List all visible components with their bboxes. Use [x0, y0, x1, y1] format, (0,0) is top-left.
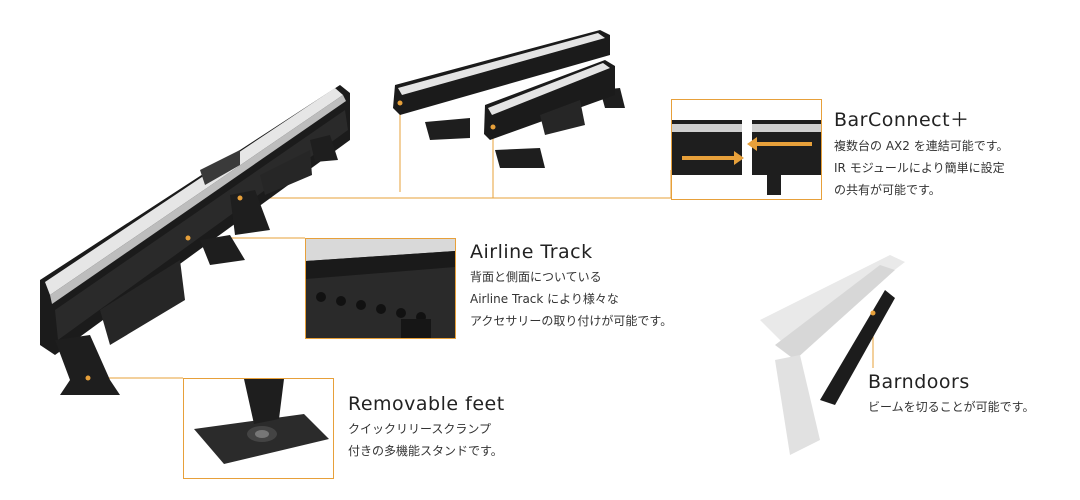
- barndoors-description: ビームを切ることが可能です。: [868, 396, 1034, 418]
- removable-feet-inset: [183, 378, 334, 479]
- airline-track-closeup: [306, 239, 455, 338]
- barndoor-panel: [820, 290, 895, 405]
- airline-track-feature: Airline Track 背面と側面についている Airline Track …: [470, 241, 672, 332]
- barconnect-description: 複数台の AX2 を連結可能です。 IR モジュールにより簡単に設定 の共有が可…: [834, 135, 1009, 201]
- barconnect-line: 複数台の AX2 を連結可能です。: [834, 139, 1009, 153]
- barndoors-feature: Barndoors ビームを切ることが可能です。: [868, 371, 1034, 418]
- barconnect-feature: BarConnect＋ 複数台の AX2 を連結可能です。 IR モジュールによ…: [834, 105, 1009, 201]
- airline-track-line: Airline Track により様々な: [470, 292, 619, 306]
- back-light-bar: [393, 30, 625, 140]
- callout-dots: [85, 100, 496, 381]
- barndoors-line: ビームを切ることが可能です。: [868, 400, 1035, 414]
- barconnect-line: IR モジュールにより簡単に設定: [834, 161, 1005, 175]
- removable-feet-feature: Removable feet クイックリリースクランプ 付きの多機能スタンドです…: [348, 393, 505, 462]
- airline-track-title: Airline Track: [470, 241, 593, 263]
- barconnect-line: の共有が可能です。: [834, 183, 941, 197]
- barconnect-inset: [671, 99, 822, 200]
- removable-feet-line: 付きの多機能スタンドです。: [348, 444, 503, 458]
- barconnect-closeup: [672, 120, 821, 195]
- barndoors-title: Barndoors: [868, 371, 970, 393]
- removable-feet-title: Removable feet: [348, 393, 505, 415]
- middle-light-bar: [484, 60, 615, 168]
- barconnect-title: BarConnect＋: [834, 109, 970, 131]
- barndoors-marker: [870, 310, 876, 316]
- airline-track-description: 背面と側面についている Airline Track により様々な アクセサリーの…: [470, 266, 672, 332]
- feet-closeup: [194, 379, 329, 464]
- barndoors-fixture: [760, 255, 905, 455]
- main-light-bar: [40, 85, 350, 395]
- airline-track-line: アクセサリーの取り付けが可能です。: [470, 314, 673, 328]
- removable-feet-line: クイックリリースクランプ: [348, 422, 492, 436]
- airline-track-inset: [305, 238, 456, 339]
- airline-track-line: 背面と側面についている: [470, 270, 602, 284]
- removable-feet-description: クイックリリースクランプ 付きの多機能スタンドです。: [348, 418, 505, 462]
